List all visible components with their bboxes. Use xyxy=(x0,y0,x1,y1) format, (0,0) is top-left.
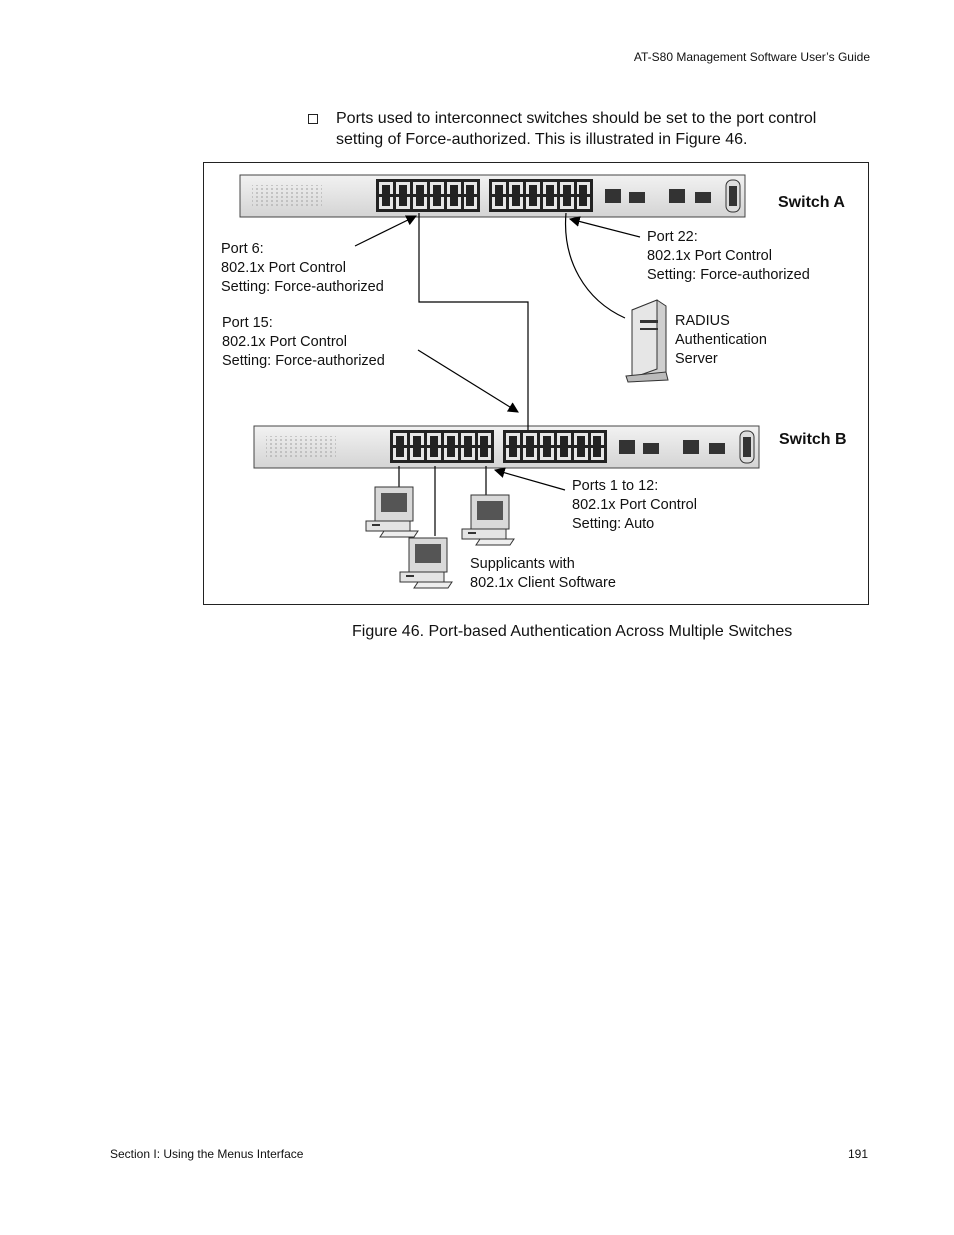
switch-a xyxy=(240,175,745,217)
port22-arrow xyxy=(568,216,641,238)
supplicant-pc-icon xyxy=(365,486,419,538)
radius-label: RADIUS Authentication Server xyxy=(675,313,767,367)
radius-server-icon xyxy=(625,299,669,383)
switch-a-label: Switch A xyxy=(778,194,845,211)
switch-b-label: Switch B xyxy=(779,431,847,448)
bullet-paragraph: Ports used to interconnect switches shou… xyxy=(336,110,817,148)
port15-arrow xyxy=(417,349,519,413)
running-header: AT-S80 Management Software User’s Guide xyxy=(633,50,870,64)
ports1to12-label: Ports 1 to 12: 802.1x Port Control Setti… xyxy=(572,478,697,532)
bullet-box-icon xyxy=(308,114,318,124)
interconnect-cable xyxy=(418,213,529,430)
port15-label: Port 15: 802.1x Port Control Setting: Fo… xyxy=(222,315,385,369)
supplicants-label: Supplicants with 802.1x Client Software xyxy=(470,556,616,591)
port22-label: Port 22: 802.1x Port Control Setting: Fo… xyxy=(647,229,810,283)
ports1to12-arrow xyxy=(493,467,566,491)
figure-caption: Figure 46. Port-based Authentication Acr… xyxy=(352,623,793,640)
port6-arrow xyxy=(354,215,417,247)
supplicant-pc-icon xyxy=(399,537,453,589)
switch-b xyxy=(254,426,759,468)
supplicant-pc-icon xyxy=(461,494,515,546)
figure-frame xyxy=(203,162,869,605)
port6-label: Port 6: 802.1x Port Control Setting: For… xyxy=(221,241,384,295)
footer-section: Section I: Using the Menus Interface xyxy=(110,1147,304,1161)
radius-cable xyxy=(564,212,626,319)
page-number: 191 xyxy=(847,1147,868,1161)
